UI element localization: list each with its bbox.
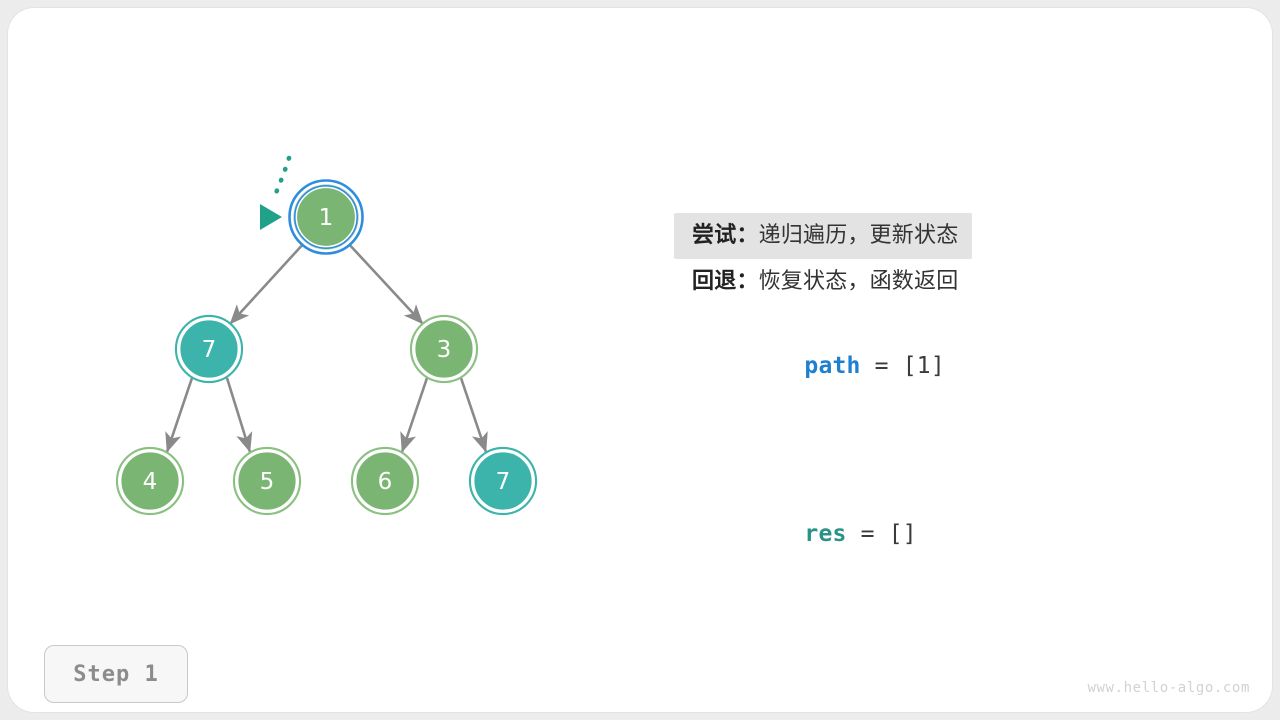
edge-7l-to-5 [225, 377, 253, 453]
res-variable-value: = [] [846, 521, 917, 547]
binary-tree-diagram: 1 7 3 [115, 155, 538, 516]
res-state-row: res = [] [692, 495, 1232, 573]
pointer-arrow-icon [260, 155, 292, 230]
backtrack-phase-text: 恢复状态，函数返回 [758, 269, 959, 294]
edge-1-to-7l [229, 241, 306, 325]
tree-node-7-left-label: 7 [202, 337, 217, 363]
tree-node-5[interactable]: 5 [232, 446, 302, 516]
path-state-row: path = [1] [692, 327, 1232, 405]
edge-1-to-3 [346, 241, 424, 325]
edge-7l-to-4 [165, 377, 194, 453]
tree-node-7-right[interactable]: 7 [468, 446, 538, 516]
path-variable-value: = [1] [860, 353, 945, 379]
tree-edges [165, 241, 488, 453]
tree-node-1-label: 1 [319, 205, 334, 231]
tree-nodes: 1 7 3 [115, 179, 538, 516]
tree-node-5-label: 5 [260, 469, 275, 495]
watermark-text: www.hello-algo.com [1087, 680, 1250, 696]
content-card: 1 7 3 [8, 8, 1272, 712]
tree-node-7-left[interactable]: 7 [174, 314, 244, 384]
watermark: www.hello-algo.com [1087, 680, 1250, 696]
edge-3-to-6 [400, 377, 429, 453]
tree-node-6-label: 6 [378, 469, 393, 495]
tree-node-6[interactable]: 6 [350, 446, 420, 516]
tree-node-7-right-label: 7 [496, 469, 511, 495]
state-panel: 尝试：递归遍历，更新状态 回退：恢复状态，函数返回 path = [1] res… [674, 213, 1232, 573]
tree-node-1[interactable]: 1 [288, 179, 364, 255]
try-phase-text: 递归遍历，更新状态 [758, 223, 959, 248]
step-badge: Step 1 [44, 645, 188, 703]
try-phase-row: 尝试：递归遍历，更新状态 [674, 213, 973, 259]
step-badge-label: Step 1 [73, 661, 159, 687]
tree-node-4-label: 4 [143, 469, 158, 495]
tree-node-3-label: 3 [437, 337, 452, 363]
tree-node-3[interactable]: 3 [409, 314, 479, 384]
tree-node-4[interactable]: 4 [115, 446, 185, 516]
backtrack-phase-row: 回退：恢复状态，函数返回 [692, 259, 1232, 305]
try-phase-label: 尝试： [692, 223, 759, 248]
backtrack-phase-label: 回退： [692, 269, 759, 294]
path-variable-name: path [804, 353, 861, 379]
edge-3-to-7r [459, 377, 488, 453]
res-variable-name: res [804, 521, 847, 547]
